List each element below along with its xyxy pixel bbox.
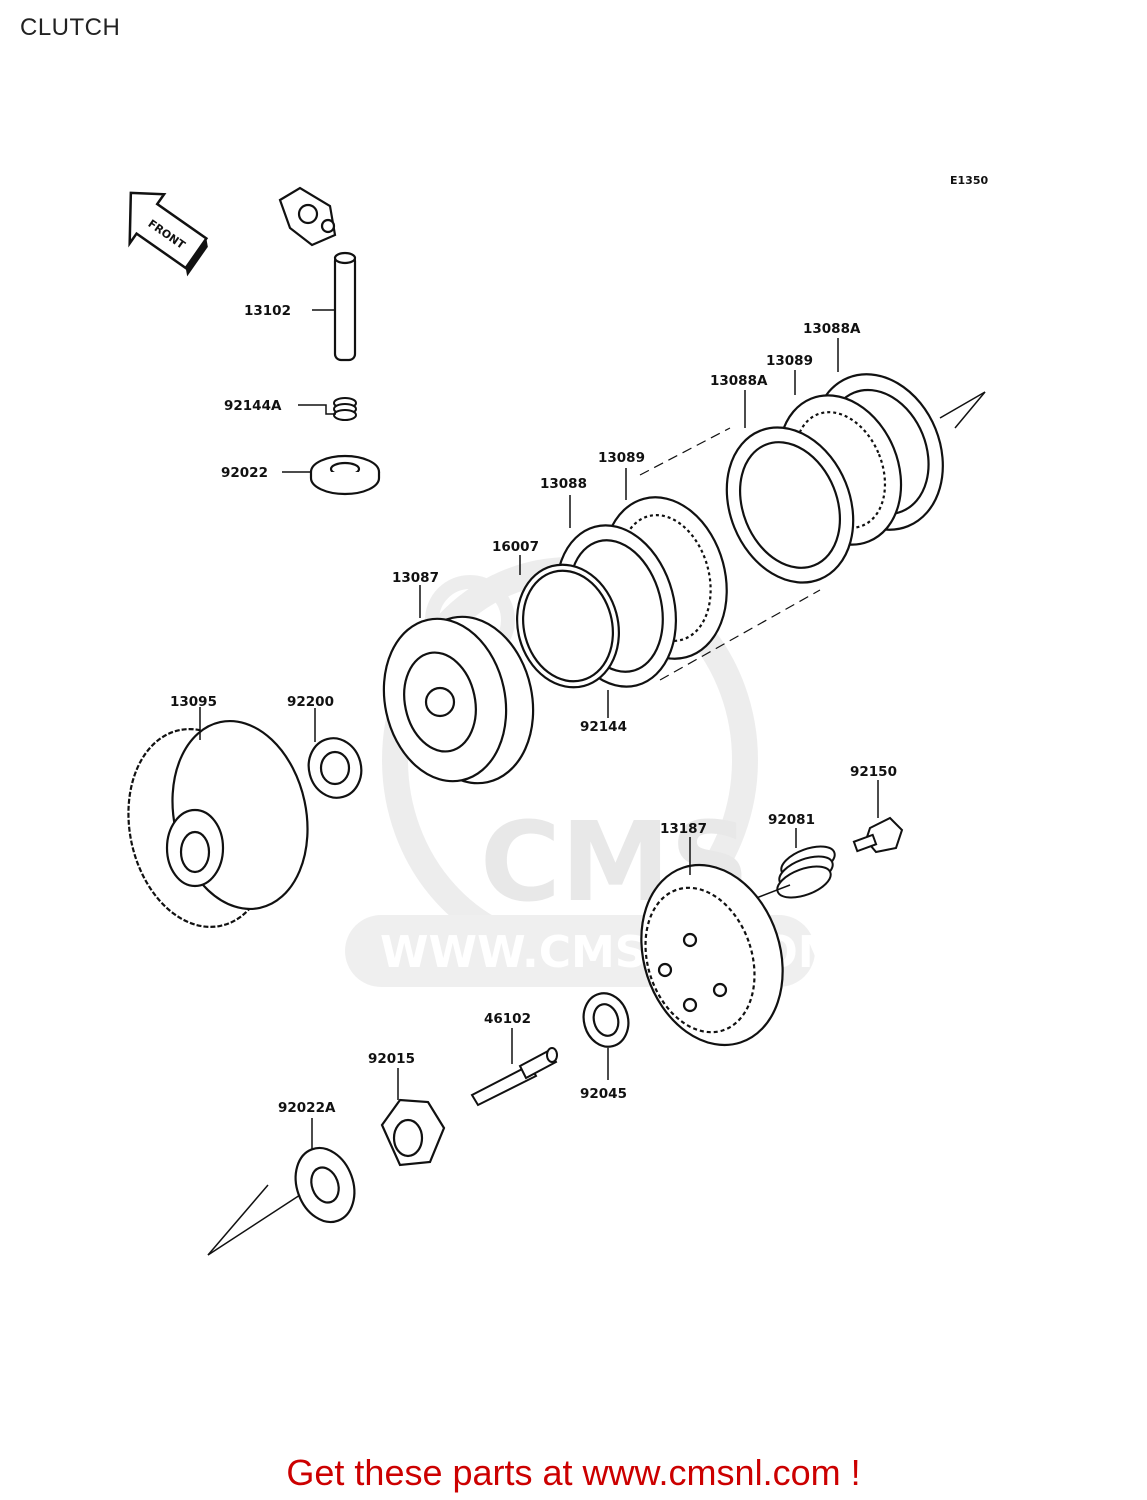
ball-bearing xyxy=(582,992,630,1048)
friction-plate-outer xyxy=(725,373,944,584)
release-shaft xyxy=(278,186,357,362)
part-label: 13095 xyxy=(170,694,217,710)
part-label: 13187 xyxy=(660,821,707,837)
diagram-code: E1350 xyxy=(950,174,988,187)
part-label: 92081 xyxy=(768,812,815,828)
friction-plate-inner xyxy=(516,496,728,689)
hex-nut xyxy=(380,1098,446,1167)
part-label: 46102 xyxy=(484,1011,531,1027)
exploded-parts-diagram: CMS WWW.CMSNL.COM FRONT E1350 xyxy=(127,174,988,1256)
part-label: 92015 xyxy=(368,1051,415,1067)
pressure-plate xyxy=(640,863,784,1047)
clutch-housing xyxy=(127,719,309,928)
part-label: 13088 xyxy=(540,476,587,492)
part-label: 13102 xyxy=(244,303,291,319)
washer xyxy=(309,454,381,496)
part-label: 13089 xyxy=(766,353,813,369)
part-label: 13089 xyxy=(598,450,645,466)
front-arrow-icon: FRONT xyxy=(128,191,209,277)
part-label: 92150 xyxy=(850,764,897,780)
part-label: 13087 xyxy=(392,570,439,586)
part-label: 92045 xyxy=(580,1086,627,1102)
push-rod xyxy=(470,1047,558,1107)
part-label: 92200 xyxy=(287,694,334,710)
part-label: 16007 xyxy=(492,539,539,555)
part-label: 92144 xyxy=(580,719,627,735)
part-labels: 13102 92144A 92022 13088A 13089 13088A 1… xyxy=(170,303,897,1116)
clutch-hub xyxy=(382,615,535,785)
clutch-spring xyxy=(776,845,836,899)
promo-link[interactable]: Get these parts at www.cmsnl.com ! xyxy=(286,1452,861,1493)
small-spring xyxy=(333,397,357,421)
bolt xyxy=(852,816,904,854)
part-label: 92144A xyxy=(224,398,282,414)
part-label: 13088A xyxy=(803,321,861,337)
page-title: CLUTCH xyxy=(20,14,121,41)
spring-washer xyxy=(307,737,363,799)
part-label: 92022 xyxy=(221,465,268,481)
part-label: 92022A xyxy=(278,1100,336,1116)
thrust-washer xyxy=(294,1146,356,1224)
part-label: 13088A xyxy=(710,373,768,389)
